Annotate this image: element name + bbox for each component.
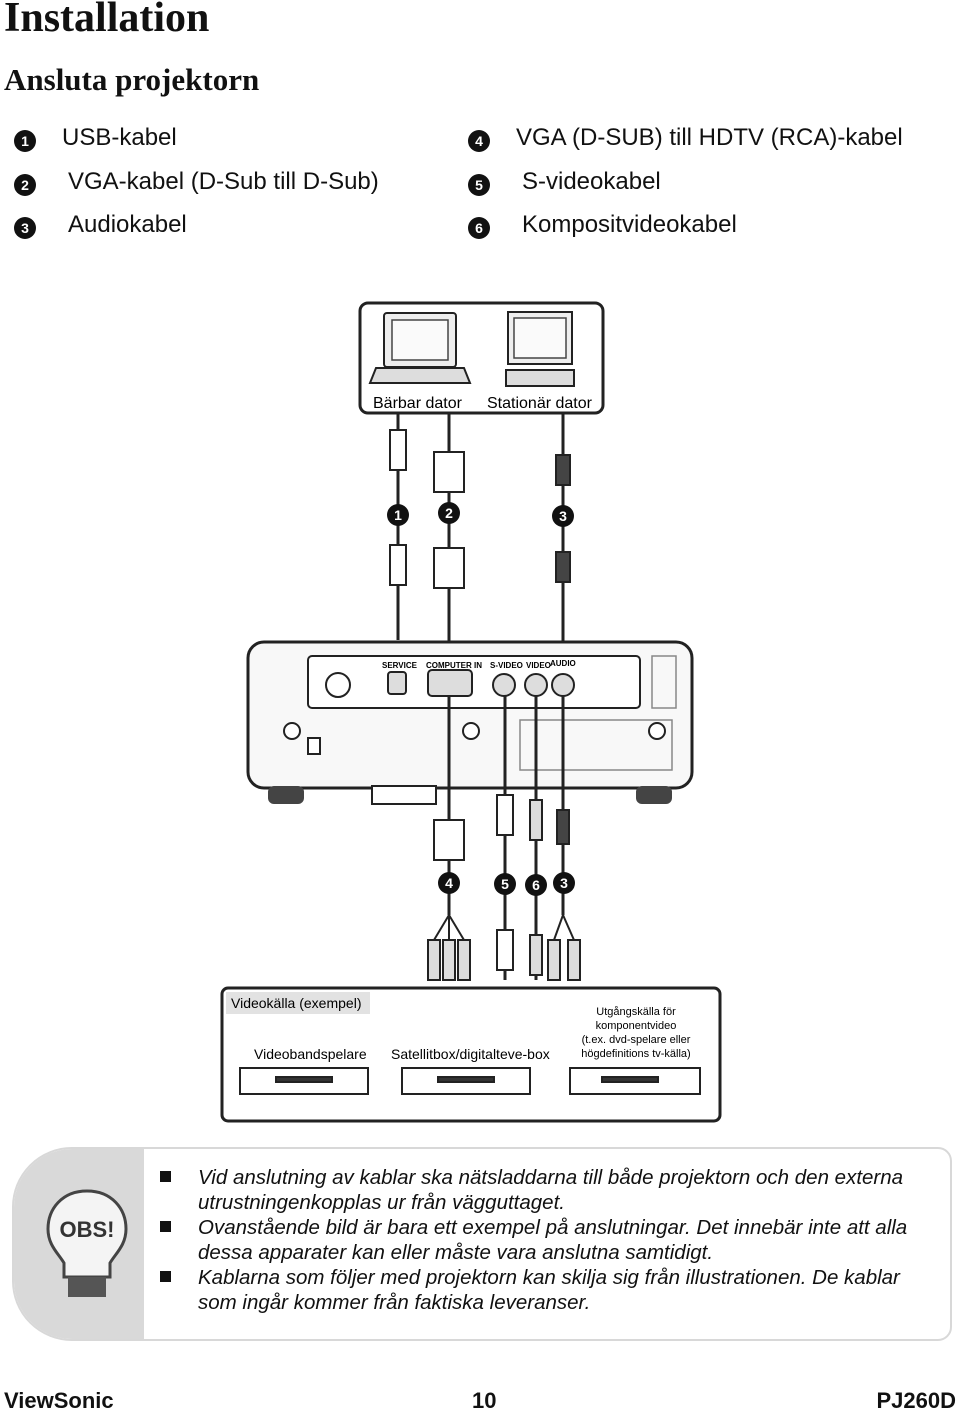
satellite-label: Satellitbox/digitalteve-box (391, 1046, 550, 1062)
source-box-title: Videokälla (exempel) (231, 995, 361, 1011)
cable-number: 3 (559, 508, 567, 524)
legend-label: S-videokabel (522, 168, 661, 195)
number-badge: 1 (14, 130, 36, 152)
legend-label: Audiokabel (68, 211, 187, 238)
legend-label: VGA (D-SUB) till HDTV (RCA)-kabel (516, 124, 903, 151)
usb-cable (389, 413, 407, 640)
satellite-box-icon (401, 1067, 531, 1095)
footer-brand: ViewSonic (4, 1388, 114, 1413)
cable-number: 6 (532, 877, 540, 893)
note-item: Kablarna som följer med projektorn kan s… (160, 1265, 940, 1315)
number-badge: 6 (468, 217, 490, 239)
note-item: Vid anslutning av kablar ska nätsladdarn… (160, 1165, 940, 1215)
legend-item-composite: 6 Kompositvideokabel (468, 211, 737, 239)
port-label-audio: AUDIO (550, 659, 576, 668)
cable-number: 5 (501, 876, 509, 892)
legend-item-usb: 1 USB-kabel (14, 124, 177, 152)
port-label-video: VIDEO (526, 661, 551, 670)
legend-item-svideo: 5 S-videokabel (468, 168, 661, 196)
component-label-line: högdefinitions tv-källa) (581, 1048, 690, 1060)
svideo-cable (496, 695, 514, 980)
cable-number: 4 (445, 875, 453, 891)
dvd-player-icon (569, 1067, 701, 1095)
projector-icon (246, 640, 694, 805)
note-box: OBS! Vid anslutning av kablar ska nätsla… (12, 1147, 952, 1341)
vga-cable (433, 413, 465, 668)
port-label-computer-in: COMPUTER IN (426, 661, 482, 670)
lightbulb-icon: OBS! (46, 1189, 128, 1297)
page-title: Installation (4, 0, 210, 41)
number-badge: 5 (468, 174, 490, 196)
top-cable-numbers: 1 2 3 (387, 502, 574, 527)
legend-item-vga: 2 VGA-kabel (D-Sub till D-Sub) (14, 168, 379, 196)
number-badge: 3 (14, 217, 36, 239)
footer-page-number: 10 (472, 1388, 497, 1413)
port-label-s-video: S-VIDEO (490, 661, 523, 670)
component-label-line: (t.ex. dvd-spelare eller (582, 1034, 691, 1046)
component-label-line: komponentvideo (596, 1020, 677, 1032)
laptop-label: Bärbar dator (373, 395, 463, 412)
audio-cable (555, 413, 571, 685)
connection-diagram: Bärbar dator Stationär dator 1 2 3 (220, 301, 722, 1123)
cable-number: 1 (394, 507, 402, 523)
legend-label: USB-kabel (62, 124, 177, 151)
note-item: Ovanstående bild är bara ett exempel på … (160, 1215, 940, 1265)
legend-label: Kompositvideokabel (522, 211, 737, 238)
vcr-icon (239, 1067, 369, 1095)
laptop-icon (368, 312, 472, 384)
desktop-icon (505, 311, 575, 387)
cable-number: 3 (560, 875, 568, 891)
legend-label: VGA-kabel (D-Sub till D-Sub) (68, 168, 379, 195)
number-badge: 2 (14, 174, 36, 196)
vcr-label: Videobandspelare (254, 1046, 367, 1062)
note-list: Vid anslutning av kablar ska nätsladdarn… (160, 1165, 940, 1315)
cable-number: 2 (445, 505, 453, 521)
note-badge: OBS! (60, 1217, 115, 1242)
legend-item-vga-hdtv: 4 VGA (D-SUB) till HDTV (RCA)-kabel (468, 124, 903, 152)
footer-model: PJ260D (876, 1388, 956, 1413)
composite-cable (529, 695, 543, 980)
port-label-service: SERVICE (382, 661, 418, 670)
page-subtitle: Ansluta projektorn (4, 62, 260, 97)
number-badge: 4 (468, 130, 490, 152)
bottom-cable-numbers: 4 5 6 3 (438, 872, 575, 896)
legend-item-audio: 3 Audiokabel (14, 211, 187, 239)
component-label-line: Utgångskälla för (596, 1006, 676, 1018)
desktop-label: Stationär dator (487, 395, 593, 412)
